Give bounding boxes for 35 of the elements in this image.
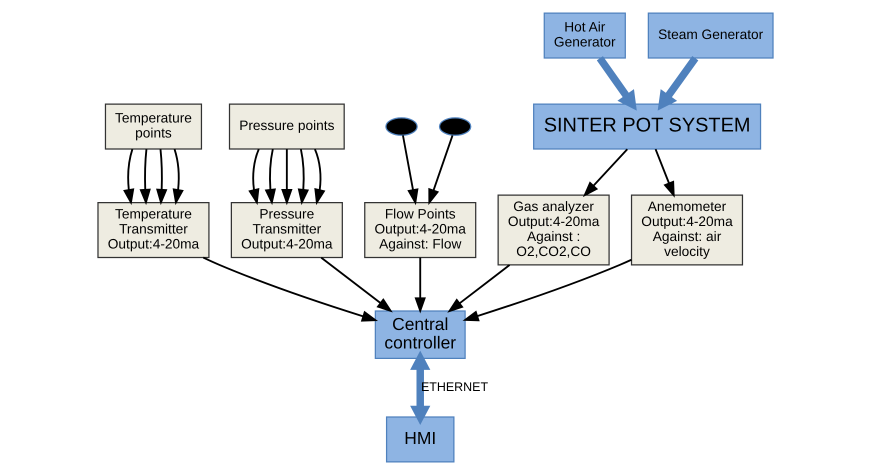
arrow bbox=[428, 135, 453, 206]
arrow bbox=[657, 56, 698, 111]
arrow bbox=[264, 149, 276, 206]
node-box: Steam Generator bbox=[647, 12, 774, 59]
node-box: Anemometer Output:4-20ma Against: air velocity bbox=[630, 194, 743, 266]
arrow bbox=[582, 148, 628, 198]
arrow bbox=[314, 148, 325, 206]
arrow bbox=[122, 148, 134, 206]
arrow bbox=[446, 264, 510, 313]
arrow bbox=[596, 56, 636, 111]
node-box: Hot Air Generator bbox=[543, 12, 626, 59]
node-ellipse bbox=[384, 117, 418, 136]
arrow bbox=[172, 148, 184, 206]
arrow bbox=[320, 256, 392, 312]
arrow bbox=[410, 350, 430, 426]
arrow bbox=[297, 149, 308, 206]
node-box: SINTER POT SYSTEM bbox=[532, 104, 761, 150]
arrow bbox=[139, 149, 150, 206]
node-ellipse bbox=[438, 117, 471, 136]
arrow bbox=[414, 258, 426, 314]
arrow bbox=[202, 256, 378, 322]
node-box: Pressure Transmitter Output:4-20ma bbox=[230, 202, 342, 258]
arrow bbox=[156, 149, 167, 206]
node-box: Gas analyzer Output:4-20ma Against : O2,CO2,CO bbox=[497, 194, 610, 266]
node-box: Flow Points Output:4-20ma Against: Flow bbox=[364, 202, 476, 258]
node-box: Pressure points bbox=[228, 104, 344, 150]
node-box: HMI bbox=[385, 416, 454, 462]
node-box: Temperature Transmitter Output:4-20ma bbox=[96, 202, 210, 258]
arrow bbox=[402, 135, 418, 206]
arrow bbox=[462, 258, 632, 322]
arrow bbox=[280, 149, 292, 206]
node-box: Temperature points bbox=[104, 104, 202, 150]
arrow bbox=[248, 148, 260, 206]
arrow bbox=[654, 148, 674, 198]
node-box: Central controller bbox=[374, 310, 466, 360]
